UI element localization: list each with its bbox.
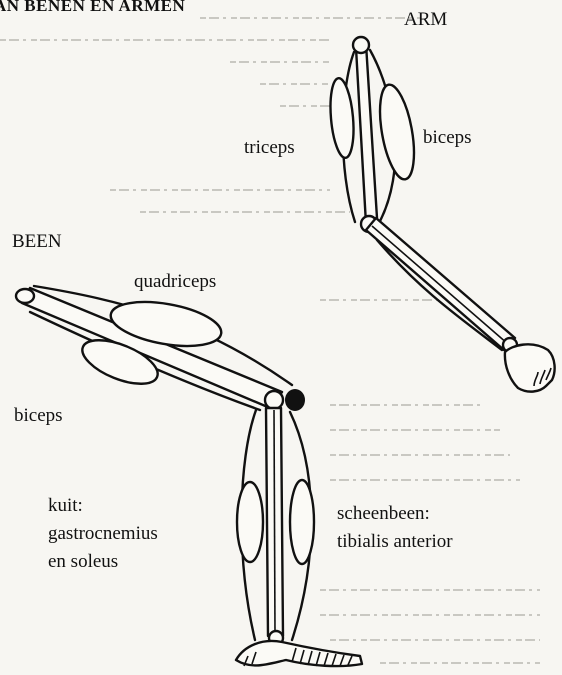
arm-biceps-muscle [374, 82, 420, 182]
arm-humerus-bone [356, 44, 377, 224]
quadriceps-label: quadriceps [134, 270, 216, 294]
arm-figure [328, 37, 555, 392]
leg-figure [16, 286, 362, 666]
arm-heading: ARM [404, 8, 447, 32]
kuit-label-line1: kuit: [48, 494, 83, 518]
scheenbeen-label-line1: scheenbeen: [337, 502, 430, 526]
arm-hand [505, 344, 555, 391]
leg-knee-joint [265, 391, 283, 409]
leg-hip-joint [16, 289, 34, 303]
leg-kneecap [285, 389, 305, 411]
biceps-arm-label: biceps [423, 126, 472, 150]
scheenbeen-label-line2: tibialis anterior [337, 530, 453, 554]
kuit-label-line2: gastrocnemius [48, 522, 158, 546]
arm-shoulder-joint [353, 37, 369, 53]
biceps-leg-label: biceps [14, 404, 63, 428]
kuit-label-line3: en soleus [48, 550, 118, 574]
leg-tibialis-muscle [290, 480, 314, 564]
arm-triceps-muscle [328, 77, 357, 159]
leg-heading: BEEN [12, 230, 62, 254]
diagram-title: AN BENEN EN ARMEN [0, 0, 185, 18]
triceps-label: triceps [244, 136, 295, 160]
leg-calf-muscle [237, 482, 263, 562]
